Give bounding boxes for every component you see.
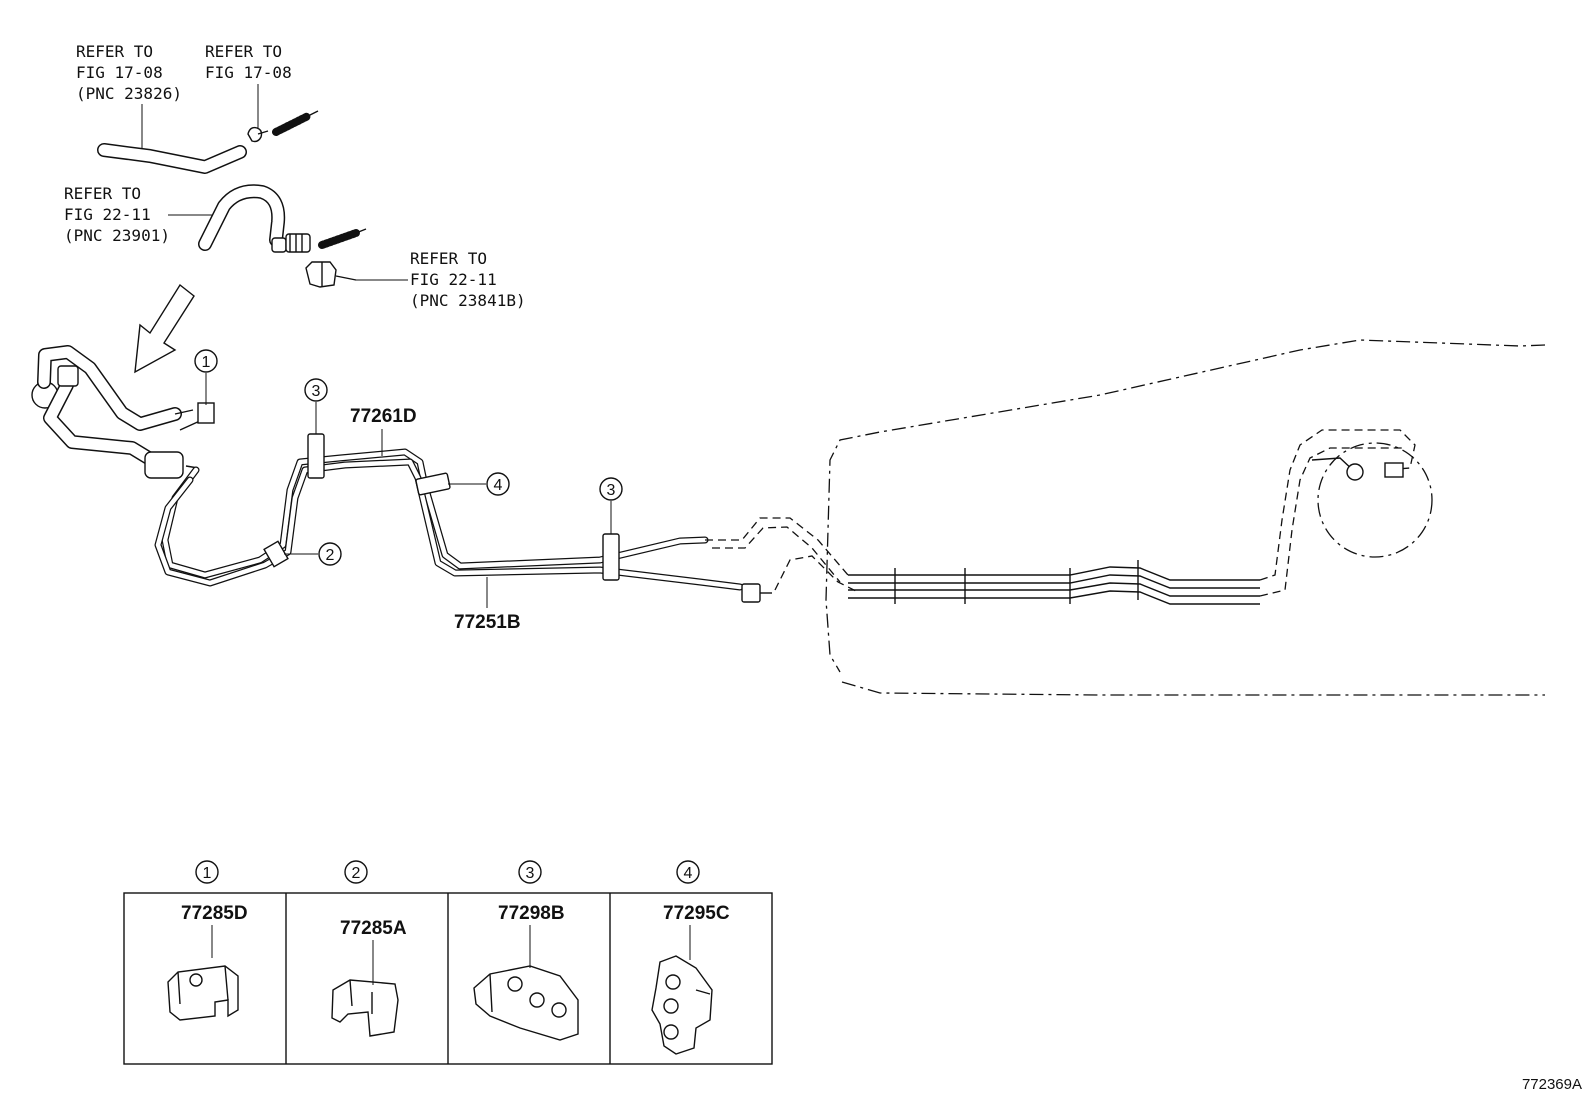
direction-arrow-icon xyxy=(134,283,195,374)
tube-label-77251b: 77251B xyxy=(454,577,521,633)
legend-2-part: 77285A xyxy=(340,918,407,939)
reference-note-22-11-pnc-23841b: REFER TO FIG 22-11 (PNC 23841B) xyxy=(355,249,526,310)
legend-col-2: 2 77285A xyxy=(331,860,407,1037)
ref-1-line3: (PNC 23826) xyxy=(76,84,182,103)
ref-3-line2: FIG 22-11 xyxy=(64,205,151,224)
legend-col-1: 1 77285D xyxy=(167,860,248,1021)
legend-4-part: 77295C xyxy=(663,903,730,924)
clip-2-icon xyxy=(263,540,289,568)
clip-77298b-icon xyxy=(473,965,579,1041)
part-number-77261d: 77261D xyxy=(350,406,417,427)
fuel-tube-assembly xyxy=(31,345,1416,605)
clip-77285a-icon xyxy=(331,979,399,1037)
diagram-id: 772369A xyxy=(1522,1076,1582,1093)
reference-note-17-08-pnc-23826: REFER TO FIG 17-08 (PNC 23826) xyxy=(76,42,182,150)
reference-note-22-11-pnc-23901: REFER TO FIG 22-11 (PNC 23901) xyxy=(64,184,222,245)
part-number-77251b: 77251B xyxy=(454,612,521,633)
filter-housing-icon xyxy=(144,451,184,479)
fuel-tank-outline xyxy=(825,339,1546,696)
ref-4-line3: (PNC 23841B) xyxy=(410,291,526,310)
clip-legend-table: 1 77285D 2 77285A 3 77298B xyxy=(123,860,773,1065)
quick-connector-icon xyxy=(741,583,761,603)
legend-3-part: 77298B xyxy=(498,903,565,924)
tank-fuel-port-icon xyxy=(1346,463,1364,481)
callout-4-label: 4 xyxy=(494,477,503,494)
legend-4-index: 4 xyxy=(684,865,693,882)
ref-1-line2: FIG 17-08 xyxy=(76,63,163,82)
ref-1-line1: REFER TO xyxy=(76,42,153,61)
tube-clamp-icon xyxy=(305,261,357,288)
callout-1-label: 1 xyxy=(202,354,211,371)
ref-3-line3: (PNC 23901) xyxy=(64,226,170,245)
callout-1: 1 xyxy=(194,349,218,405)
legend-col-3: 3 77298B xyxy=(473,860,579,1041)
clip-77295c-icon xyxy=(651,955,713,1055)
callout-4: 4 xyxy=(448,472,510,496)
callout-3-lower: 3 xyxy=(599,477,623,534)
legend-2-index: 2 xyxy=(352,865,361,882)
clip-1-icon xyxy=(197,402,215,424)
ref-4-line1: REFER TO xyxy=(410,249,487,268)
callout-3-upper: 3 xyxy=(304,378,328,434)
legend-1-index: 1 xyxy=(203,865,212,882)
callout-2: 2 xyxy=(284,542,342,566)
ref-4-line2: FIG 22-11 xyxy=(410,270,497,289)
clip-3-lower-icon xyxy=(602,533,620,581)
clip-4-icon xyxy=(415,472,451,496)
fuel-hose-connector-icon xyxy=(271,233,311,253)
callout-2-label: 2 xyxy=(326,547,335,564)
ref-3-line1: REFER TO xyxy=(64,184,141,203)
tank-bracket-icon xyxy=(1384,462,1404,478)
ref-2-line2: FIG 17-08 xyxy=(205,63,292,82)
clip-77285d-icon xyxy=(167,965,239,1021)
ref-2-line1: REFER TO xyxy=(205,42,282,61)
referenced-hoses xyxy=(97,110,367,251)
tube-label-77261d: 77261D xyxy=(350,406,417,456)
callout-3-lower-label: 3 xyxy=(607,482,616,499)
legend-3-index: 3 xyxy=(526,865,535,882)
hose-clamp-icon xyxy=(247,126,269,143)
callout-3-upper-label: 3 xyxy=(312,383,321,400)
legend-1-part: 77285D xyxy=(181,903,248,924)
legend-col-4: 4 77295C xyxy=(651,860,730,1055)
clip-3-upper-icon xyxy=(307,433,325,479)
reference-note-17-08: REFER TO FIG 17-08 xyxy=(205,42,292,128)
